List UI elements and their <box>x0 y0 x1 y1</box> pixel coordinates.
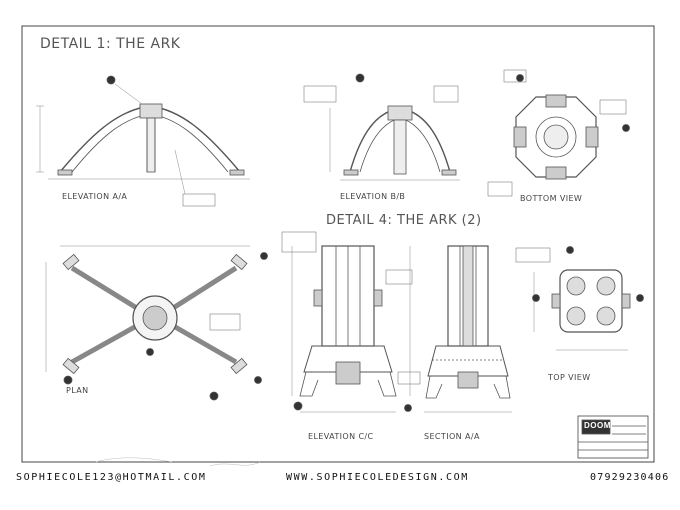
footer-website[interactable]: WWW.SOPHIECOLEDESIGN.COM <box>286 472 469 483</box>
detail-1-title: DETAIL 1: THE ARK <box>40 36 181 52</box>
top-view-label: TOP VIEW <box>548 373 591 382</box>
title-block-logo: DOOM <box>584 421 611 430</box>
elevation-bb-drawing <box>303 73 460 181</box>
bottom-view-drawing <box>487 69 630 197</box>
elevation-cc-label: ELEVATION C/C <box>308 432 374 441</box>
bottom-view-label: BOTTOM VIEW <box>520 194 583 203</box>
title-block <box>577 415 649 459</box>
plan-label: PLAN <box>66 386 89 395</box>
section-aa-label: SECTION A/A <box>424 432 480 441</box>
plan-drawing <box>45 245 268 401</box>
section-aa-drawing <box>409 245 512 413</box>
top-view-drawing <box>515 246 644 351</box>
elevation-cc-drawing <box>281 231 421 413</box>
footer-phone: 07929230406 <box>590 472 670 483</box>
detail-4-title: DETAIL 4: THE ARK (2) <box>326 213 482 228</box>
elevation-aa-label: ELEVATION A/A <box>62 192 128 201</box>
footer-email[interactable]: SOPHIECOLE123@HOTMAIL.COM <box>16 472 207 483</box>
elevation-bb-label: ELEVATION B/B <box>340 192 406 201</box>
elevation-aa-drawing <box>36 75 250 207</box>
